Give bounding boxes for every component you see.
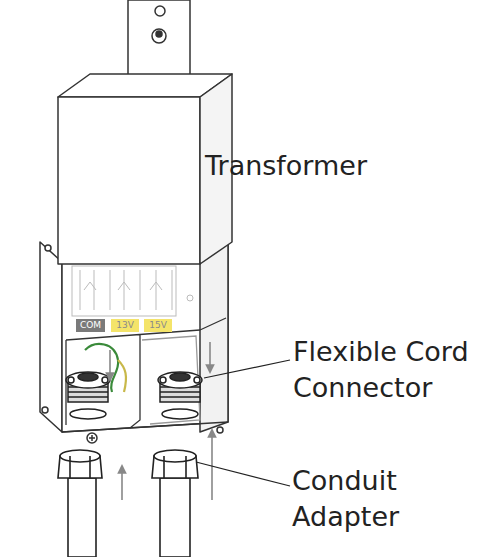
leader-lines: [196, 360, 290, 486]
connector-screw: [194, 377, 200, 383]
part-label: Transformer: [205, 148, 475, 184]
part-label: Flexible Cord Connector: [293, 334, 493, 406]
bottom-plate: [62, 422, 228, 443]
connector-screw: [68, 377, 74, 383]
keyhole-center: [156, 31, 162, 37]
leader-line: [196, 462, 290, 486]
conduit-adapters: [58, 450, 198, 557]
screw-slot: [89, 435, 95, 441]
left-panel: [40, 242, 62, 432]
connector-screw: [102, 377, 108, 383]
conduit-pipe: [160, 478, 190, 557]
terminal-clamps: [84, 282, 162, 290]
connector-nut: [66, 372, 110, 388]
connector-screw: [160, 377, 166, 383]
connector-nut: [158, 372, 202, 388]
connector-hole: [170, 373, 190, 381]
terminal-label: 15V: [144, 319, 172, 332]
part-label: Conduit Adapter: [292, 463, 487, 535]
side-screw: [217, 427, 223, 433]
side-screw: [42, 407, 48, 413]
side-screw: [45, 245, 51, 251]
connector-hole: [78, 373, 98, 381]
terminal-screw: [187, 295, 193, 301]
up-arrow: [211, 430, 213, 500]
flexible-cord-connectors: [66, 372, 202, 419]
mounting-tab: [128, 0, 190, 78]
terminal-housing: [72, 266, 176, 316]
bottom-edge: [62, 422, 228, 432]
adapter-facets: [70, 456, 90, 478]
conduit-pipe: [68, 478, 96, 557]
hole-ring: [70, 409, 106, 419]
bottom-screw: [87, 433, 97, 443]
yellow-wire: [118, 360, 126, 392]
adapter-top: [154, 450, 196, 462]
right-panel: [200, 242, 228, 432]
compartment-edges: [66, 318, 226, 428]
down-arrow: [209, 342, 211, 372]
down-arrow: [109, 350, 111, 380]
adapter-facets: [164, 456, 186, 478]
terminal-label: 13V: [111, 319, 139, 332]
tab-screw: [155, 6, 165, 16]
body-front: [62, 242, 228, 432]
adapter-top: [60, 450, 100, 462]
up-arrow: [121, 466, 123, 500]
leader-line: [204, 360, 290, 378]
transformer-body: [40, 0, 232, 433]
terminal-block: [72, 266, 193, 316]
hole-ring: [162, 409, 198, 419]
compartment: [66, 318, 226, 428]
keyhole: [152, 29, 166, 43]
lid-front: [58, 97, 200, 264]
terminal-ribs: [80, 270, 172, 310]
terminal-label: COM: [76, 319, 105, 332]
assembly-arrows: [110, 342, 212, 500]
